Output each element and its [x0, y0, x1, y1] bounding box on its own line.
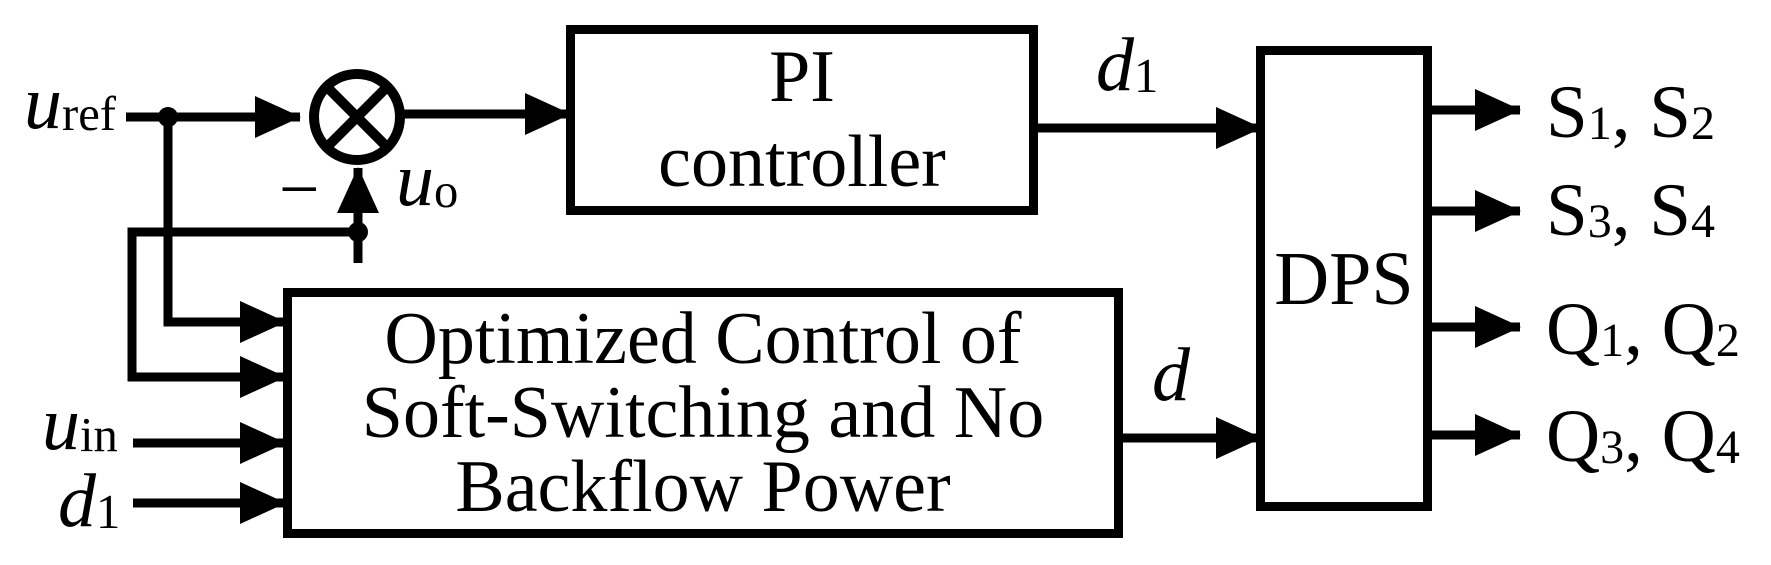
minus-sign: −	[279, 149, 320, 229]
output-label-s3-s4: S3, S4	[1546, 169, 1715, 252]
output-label-s1-s2: S1, S2	[1546, 71, 1715, 154]
u-in-symbol: u	[42, 382, 80, 466]
d1-input-symbol: d	[58, 459, 96, 543]
pi-block-line1: PI	[769, 35, 835, 118]
u-in-subscript: in	[80, 407, 118, 462]
d1-input-subscript: 1	[96, 484, 121, 539]
d1-output-symbol: d	[1096, 23, 1134, 107]
u-ref-branch-wire	[163, 117, 286, 343]
dps-block: DPS	[1256, 46, 1432, 511]
output-label-q3-q4: Q3, Q4	[1546, 395, 1740, 478]
output-label-q1-q2: Q1, Q2	[1546, 288, 1740, 371]
dps-block-label: DPS	[1274, 236, 1414, 321]
pi-controller-block: PI controller	[566, 25, 1038, 215]
u-o-subscript: o	[434, 163, 459, 218]
optimized-block-line2: Soft-Switching and No	[361, 372, 1045, 454]
u-o-symbol: u	[396, 138, 434, 222]
d1-output-subscript: 1	[1134, 48, 1159, 103]
u-o-junction-dot	[348, 222, 368, 242]
optimized-control-block: Optimized Control of Soft-Switching and …	[283, 288, 1123, 538]
u-ref-symbol: u	[24, 61, 62, 145]
pi-block-line2: controller	[658, 121, 946, 203]
summing-junction-cross	[323, 83, 391, 151]
d1-input-label: d1	[58, 463, 120, 539]
d1-output-label: d1	[1096, 27, 1158, 103]
optimized-block-line1: Optimized Control of	[384, 298, 1022, 380]
d-output-symbol: d	[1152, 333, 1190, 417]
u-ref-label: uref	[24, 65, 116, 141]
u-o-label: uo	[396, 142, 458, 218]
u-o-branch-wire	[127, 227, 358, 398]
u-ref-subscript: ref	[62, 86, 116, 141]
u-ref-junction-dot	[158, 107, 178, 127]
optimized-block-line3: Backflow Power	[455, 446, 951, 528]
u-in-label: uin	[42, 386, 118, 462]
d-output-label: d	[1152, 337, 1190, 413]
